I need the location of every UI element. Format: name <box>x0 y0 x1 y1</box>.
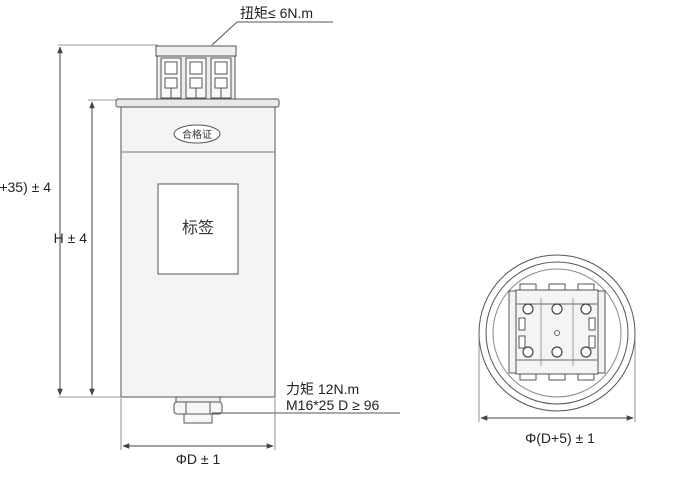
screw-3 <box>580 303 592 315</box>
terminal-2 <box>185 57 207 99</box>
terminal-block <box>155 45 237 102</box>
torque-top-leader <box>211 21 238 46</box>
screw-4 <box>522 346 534 358</box>
label-box-text: 标签 <box>182 218 214 237</box>
label-box <box>157 183 239 275</box>
height-body-label: H ± 4 <box>54 230 88 246</box>
cert-badge-text: 合格证 <box>182 128 212 141</box>
height-total-dimension <box>57 44 158 398</box>
screw-2 <box>551 303 563 315</box>
height-body-dimension <box>88 99 118 396</box>
top-diameter-dimension <box>478 335 636 422</box>
top-diameter-label: Φ(D+5) ± 1 <box>525 430 595 446</box>
center-mark <box>554 330 560 336</box>
screw-5 <box>551 346 563 358</box>
cert-badge <box>173 124 221 144</box>
terminal-3 <box>210 57 232 99</box>
top-view: Φ(D+5) ± 1 <box>478 254 636 446</box>
diameter-dimension <box>120 398 276 450</box>
diameter-label: ΦD ± 1 <box>176 451 221 467</box>
torque-bottom-label: 力矩 12N.m <box>286 381 359 397</box>
front-view: 扭矩≤ 6N.m <box>0 5 400 467</box>
height-total-label: (H+35) ± 4 <box>0 179 51 195</box>
lid <box>115 98 280 108</box>
bottom-stud <box>173 396 223 424</box>
screw-6 <box>580 346 592 358</box>
stud-spec-label: M16*25 D ≥ 96 <box>286 397 380 413</box>
screw-heads <box>522 303 592 358</box>
torque-top-label: 扭矩≤ 6N.m <box>240 5 313 21</box>
screw-1 <box>522 303 534 315</box>
terminal-1 <box>160 57 182 99</box>
